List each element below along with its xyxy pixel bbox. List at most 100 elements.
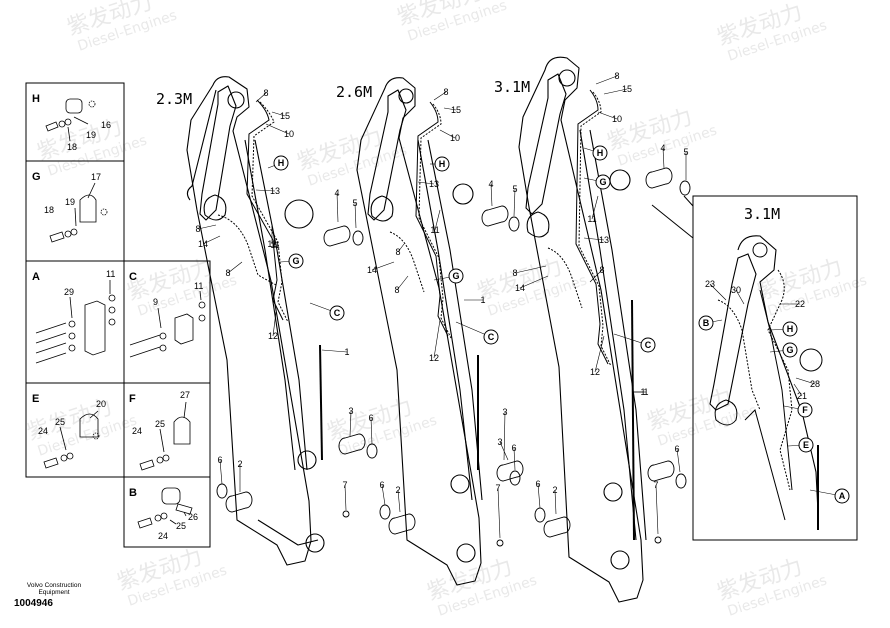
callout-b1-2: 10: [284, 129, 294, 139]
callout-b3-3: H: [597, 148, 604, 158]
callout-detail-10: A: [839, 491, 846, 501]
callout-b1-13: 4: [334, 188, 339, 198]
panel-e-part-24: 24: [38, 426, 48, 436]
leader-line: [344, 484, 347, 511]
callout-b2-17: 6: [379, 480, 384, 490]
panel-e-part-25: 25: [55, 417, 65, 427]
leader-line: [603, 88, 628, 95]
callout-b3-4: G: [599, 177, 606, 187]
callout-b3-14: 4: [660, 143, 665, 153]
panel-f-part-24: 24: [132, 426, 142, 436]
callout-b2-15: 3: [502, 407, 507, 417]
callout-detail-9: E: [803, 440, 809, 450]
boom-3-1m-title: 3.1M: [494, 78, 530, 96]
panel-f-part-27: 27: [180, 390, 190, 400]
callout-b1-18: 6: [217, 455, 222, 465]
callout-b1-8: 11: [267, 239, 276, 249]
panel-f-letter: F: [129, 393, 136, 405]
leader-line: [591, 195, 599, 220]
callout-b1-12: 1: [344, 347, 349, 357]
leader-line: [655, 484, 659, 535]
panel-g-part-18: 18: [44, 205, 54, 215]
leader-line: [537, 483, 541, 509]
leader-line: [371, 261, 395, 271]
callout-detail-7: 28: [810, 379, 820, 389]
panel-a-drawing: [35, 280, 116, 364]
detail-panel: [651, 195, 858, 541]
callout-b3-13: 1: [643, 387, 648, 397]
callout-b1-19: 2: [237, 459, 242, 469]
callout-b3-9: 8: [599, 265, 604, 275]
callout-b1-4: 13: [270, 186, 280, 196]
callout-detail-3: B: [703, 318, 710, 328]
callout-b3-6: 13: [599, 235, 609, 245]
leader-line: [255, 189, 276, 192]
panel-h-drawing: [45, 98, 96, 142]
leader-line: [443, 107, 457, 111]
boom-2-3m-title: 2.3M: [156, 90, 192, 108]
callout-b2-14: 5: [512, 184, 517, 194]
callout-detail-8: F: [802, 405, 808, 415]
leader-line: [676, 448, 681, 473]
panel-c-part-9: 9: [153, 297, 158, 307]
callout-b3-16: 3: [497, 437, 502, 447]
leader-line: [433, 91, 447, 101]
detail-title: 3.1M: [744, 205, 780, 223]
callout-b2-7: 14: [367, 265, 377, 275]
callout-b2-0: 8: [443, 87, 448, 97]
callout-b1-5: G: [292, 256, 299, 266]
callout-circle: [288, 253, 304, 269]
callout-b3-19: 2: [552, 485, 557, 495]
leader-line: [271, 111, 286, 117]
callout-b2-16: 6: [511, 443, 516, 453]
loose-parts: [216, 167, 691, 547]
footer-part-number: 1004946: [14, 598, 53, 609]
callout-b2-6: 8: [395, 247, 400, 257]
leader-line: [594, 335, 605, 373]
callout-b1-14: 5: [352, 198, 357, 208]
callout-circle: [434, 156, 450, 172]
leader-line: [397, 489, 401, 513]
leader-line: [265, 123, 290, 135]
leader-line: [255, 92, 267, 103]
panel-c-letter: C: [129, 271, 137, 283]
callout-b2-13: 4: [488, 179, 493, 189]
leader-line: [497, 487, 501, 539]
panel-c-drawing: [129, 290, 206, 358]
callout-b2-19: 7: [495, 483, 500, 493]
callout-circle: [448, 268, 464, 284]
detail-panels-grid: [25, 82, 211, 548]
panel-h-letter: H: [32, 93, 40, 105]
callout-circle: [483, 329, 499, 345]
callout-b1-0: 8: [263, 88, 268, 98]
callout-b2-1: 15: [451, 105, 461, 115]
leader-line: [370, 417, 373, 445]
callout-b2-4: 13: [429, 179, 439, 189]
panel-b-part-25: 25: [176, 521, 186, 531]
leader-line: [219, 459, 223, 485]
leader-line: [519, 275, 549, 289]
callout-b2-2: 10: [450, 133, 460, 143]
callout-detail-5: G: [786, 345, 793, 355]
callout-b3-15: 5: [683, 147, 688, 157]
callout-b2-5: 11: [430, 225, 439, 235]
boom-2-6m-title: 2.6M: [336, 83, 372, 101]
leader-line: [589, 269, 603, 283]
panel-h-part-19: 19: [86, 130, 96, 140]
leader-line: [735, 289, 745, 305]
leader-line: [514, 265, 547, 274]
callout-circle: [273, 155, 289, 171]
callout-b3-0: 8: [614, 71, 619, 81]
callout-circle: [329, 305, 345, 321]
panel-a-part-11: 11: [106, 269, 115, 279]
leader-line: [271, 225, 276, 246]
callout-b2-10: 1: [480, 295, 485, 305]
leader-line: [439, 129, 456, 139]
panel-h-part-18: 18: [67, 142, 77, 152]
callout-b1-1: 15: [280, 111, 290, 121]
boom-2-3m-pipe: [217, 99, 323, 461]
leader-line: [795, 377, 816, 385]
callout-b3-1: 15: [622, 84, 632, 94]
